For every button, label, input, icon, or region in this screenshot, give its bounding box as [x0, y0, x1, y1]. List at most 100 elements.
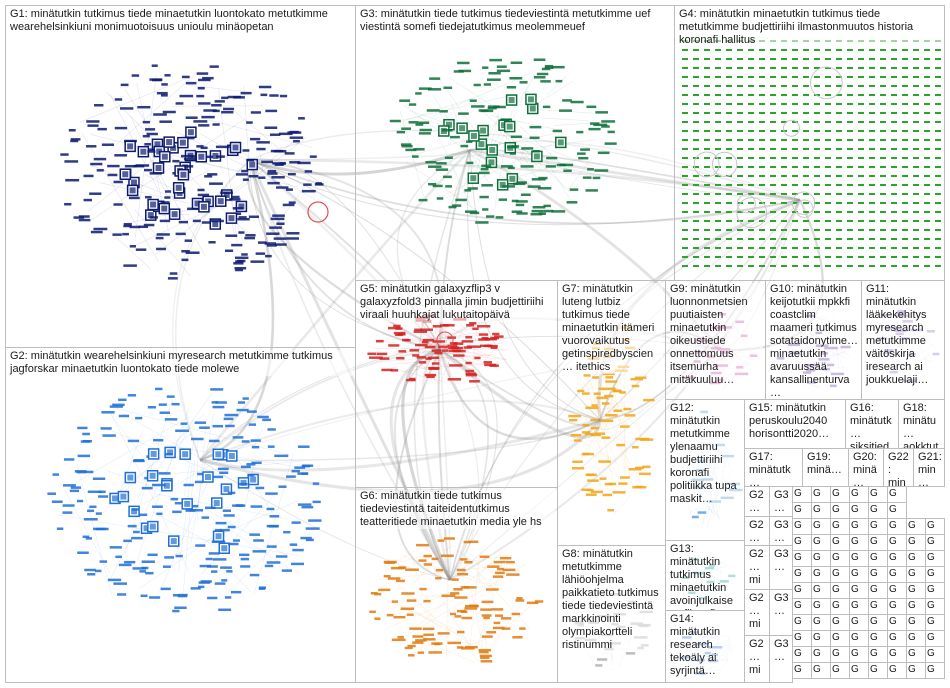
- group-cell-g8[interactable]: G8: minätutkin metutkimme lähiöohjelma p…: [557, 545, 666, 683]
- small-group-cell[interactable]: G…: [792, 646, 812, 663]
- small-group-cell[interactable]: G…: [792, 614, 812, 631]
- small-group-cell[interactable]: G…: [887, 486, 907, 503]
- small-group-cell[interactable]: G…: [830, 598, 850, 615]
- group-cell-g22[interactable]: G22: min…: [883, 448, 914, 487]
- small-group-cell[interactable]: G…: [925, 550, 945, 567]
- group-cell-g3x-e[interactable]: G3…: [769, 635, 793, 683]
- small-group-cell[interactable]: G…: [925, 630, 945, 647]
- small-group-cell[interactable]: G…: [849, 614, 869, 631]
- group-cell-g13[interactable]: G13: minätutkin tutkimus minaetutkin avo…: [665, 540, 745, 611]
- small-group-cell[interactable]: G…: [792, 534, 812, 551]
- small-group-cell[interactable]: G…: [925, 646, 945, 663]
- small-group-cell[interactable]: G…: [830, 646, 850, 663]
- group-cell-g7[interactable]: G7: minätutkin luteng lutbiz tutkimus ti…: [557, 280, 666, 546]
- group-cell-g2x-b[interactable]: G2… mi…: [744, 516, 770, 546]
- small-group-cell[interactable]: G…: [811, 566, 831, 583]
- small-group-cell[interactable]: G…: [811, 598, 831, 615]
- small-group-cell[interactable]: G…: [868, 486, 888, 503]
- small-group-cell[interactable]: G…: [830, 518, 850, 535]
- small-group-cell[interactable]: G…: [868, 614, 888, 631]
- group-cell-g16[interactable]: G16: minätutk… siksitied…: [845, 399, 899, 449]
- group-cell-g14[interactable]: G14: minätutkin research tekoäly ai syrj…: [665, 610, 745, 683]
- small-group-cell[interactable]: G…: [906, 614, 926, 631]
- small-group-cell[interactable]: G…: [811, 630, 831, 647]
- small-group-cell[interactable]: G…: [887, 630, 907, 647]
- small-group-cell[interactable]: G…: [811, 646, 831, 663]
- group-cell-g2x-d[interactable]: G2… mi…: [744, 589, 770, 636]
- group-cell-g2x-e[interactable]: G2… mi…: [744, 635, 770, 683]
- group-cell-g21[interactable]: G21: min…: [913, 448, 945, 487]
- small-group-cell[interactable]: G…: [906, 646, 926, 663]
- small-group-cell[interactable]: G…: [811, 518, 831, 535]
- small-group-cell[interactable]: G…: [887, 550, 907, 567]
- small-group-cell[interactable]: G…: [849, 662, 869, 679]
- group-cell-g3x-d[interactable]: G3…: [769, 589, 793, 636]
- small-group-cell[interactable]: G…: [887, 662, 907, 679]
- small-group-cell[interactable]: G…: [830, 550, 850, 567]
- small-group-cell[interactable]: G…: [887, 614, 907, 631]
- small-group-cell[interactable]: G…: [792, 518, 812, 535]
- small-group-cell[interactable]: G…: [792, 662, 812, 679]
- small-group-cell[interactable]: G…: [925, 614, 945, 631]
- small-group-cell[interactable]: G…: [868, 566, 888, 583]
- group-cell-g18[interactable]: G18: minätu… aokktut…: [898, 399, 945, 449]
- small-group-cell[interactable]: G…: [868, 598, 888, 615]
- group-cell-g3x-b[interactable]: G3…: [769, 516, 793, 546]
- small-group-cell[interactable]: G…: [811, 550, 831, 567]
- small-group-cell[interactable]: G…: [792, 566, 812, 583]
- group-cell-g3x-a[interactable]: G3…: [769, 486, 793, 517]
- small-group-cell[interactable]: G…: [868, 534, 888, 551]
- small-group-cell[interactable]: G…: [811, 486, 831, 503]
- small-group-cell[interactable]: G…: [925, 518, 945, 535]
- small-group-cell[interactable]: G…: [849, 534, 869, 551]
- small-group-cell[interactable]: G…: [830, 630, 850, 647]
- small-group-cell[interactable]: G…: [811, 614, 831, 631]
- group-cell-g2x-c[interactable]: G2… mi…: [744, 545, 770, 590]
- small-group-cell[interactable]: G…: [849, 518, 869, 535]
- small-group-cell[interactable]: G…: [811, 582, 831, 599]
- small-group-cell[interactable]: G…: [887, 566, 907, 583]
- group-cell-g3x-c[interactable]: G3…: [769, 545, 793, 590]
- group-cell-g11[interactable]: G11: minätutkin lääkekehitys myresearch …: [861, 280, 945, 400]
- small-group-cell[interactable]: G…: [925, 662, 945, 679]
- small-group-cell[interactable]: G…: [906, 582, 926, 599]
- group-cell-g5[interactable]: G5: minätutkin galaxyzflip3 v galaxyzfol…: [355, 280, 558, 488]
- small-group-cell[interactable]: G…: [830, 582, 850, 599]
- small-group-cell[interactable]: G…: [887, 582, 907, 599]
- small-group-cell[interactable]: G…: [830, 614, 850, 631]
- small-group-cell[interactable]: G…: [868, 646, 888, 663]
- group-cell-g4[interactable]: G4: minätutkin minaetutkin tutkimus tied…: [674, 5, 945, 281]
- small-group-cell[interactable]: G…: [792, 486, 812, 503]
- small-group-cell[interactable]: G…: [887, 646, 907, 663]
- small-group-cell[interactable]: G…: [792, 502, 812, 519]
- small-group-cell[interactable]: G…: [849, 582, 869, 599]
- group-cell-g3[interactable]: G3: minätutkin tiede tutkimus tiedeviest…: [355, 5, 675, 281]
- small-group-cell[interactable]: G…: [792, 582, 812, 599]
- group-cell-g2[interactable]: G2: minätutkin wearehelsinkiuni myresear…: [5, 347, 356, 683]
- small-group-cell[interactable]: G…: [868, 662, 888, 679]
- small-group-cell[interactable]: G…: [887, 534, 907, 551]
- small-group-cell[interactable]: G…: [906, 630, 926, 647]
- small-group-cell[interactable]: G…: [792, 550, 812, 567]
- group-cell-g12[interactable]: G12: minätutkin metutkimme ylenaamu budj…: [665, 399, 745, 541]
- small-group-cell[interactable]: G…: [906, 566, 926, 583]
- small-group-cell[interactable]: G…: [830, 566, 850, 583]
- group-cell-g2x-a[interactable]: G2… mi…: [744, 486, 770, 517]
- small-group-cell[interactable]: G…: [868, 630, 888, 647]
- small-group-cell[interactable]: G…: [868, 518, 888, 535]
- small-group-cell[interactable]: G…: [887, 598, 907, 615]
- small-group-cell[interactable]: G…: [887, 518, 907, 535]
- group-cell-g19[interactable]: G19: minä…: [802, 448, 849, 487]
- small-group-cell[interactable]: G…: [849, 550, 869, 567]
- small-group-cell[interactable]: G…: [868, 550, 888, 567]
- small-group-cell[interactable]: G…: [906, 518, 926, 535]
- group-cell-g6[interactable]: G6: minätutkin tiede tutkimus tiedeviest…: [355, 487, 558, 683]
- small-group-cell[interactable]: G…: [811, 534, 831, 551]
- small-group-cell[interactable]: G…: [906, 550, 926, 567]
- small-group-cell[interactable]: G…: [849, 598, 869, 615]
- small-group-cell[interactable]: G…: [925, 598, 945, 615]
- small-group-cell[interactable]: G…: [849, 486, 869, 503]
- small-group-cell[interactable]: G…: [906, 662, 926, 679]
- small-group-cell[interactable]: G…: [906, 534, 926, 551]
- small-group-cell[interactable]: G…: [868, 502, 888, 519]
